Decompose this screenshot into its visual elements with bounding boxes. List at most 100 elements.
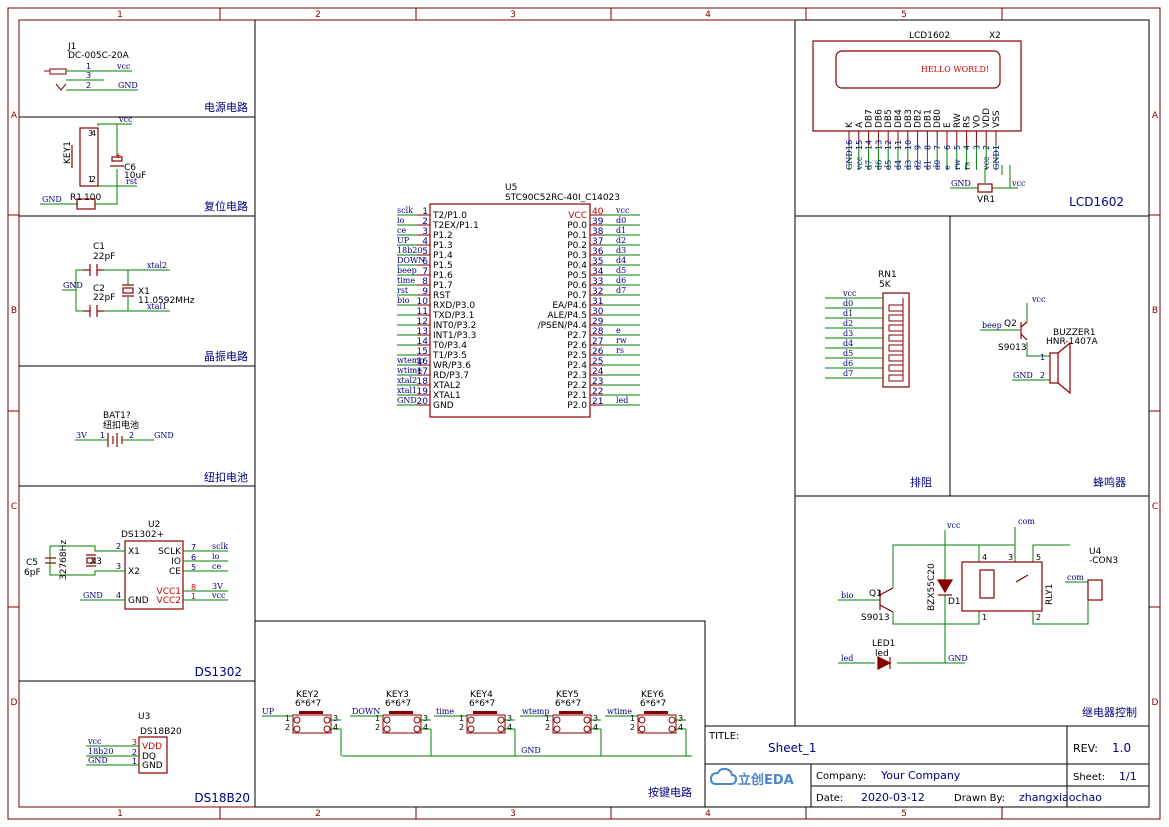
mcu-pin-num: 22 bbox=[592, 387, 603, 397]
key-pad bbox=[583, 725, 591, 733]
ds1302-net-io: io bbox=[212, 552, 220, 561]
mcu-pin-num: 31 bbox=[592, 297, 603, 307]
mcu-net-ce: ce bbox=[397, 226, 406, 235]
mcu-pin-name: T0/P3.4 bbox=[432, 341, 467, 351]
buzzer-title: 蜂鸣器 bbox=[1093, 475, 1126, 489]
mcu-pin-name: P0.7 bbox=[567, 291, 587, 301]
key-pad bbox=[638, 725, 646, 733]
battery-title: 纽扣电池 bbox=[204, 470, 248, 484]
mcu-net-xtal1: xtal1 bbox=[397, 386, 417, 395]
mcu-net-wtime: wtime bbox=[397, 366, 422, 375]
q1-part: S9013 bbox=[861, 613, 890, 623]
mcu-pin-num: 17 bbox=[417, 367, 428, 377]
vr1-ref: VR1 bbox=[977, 195, 995, 205]
key-pad bbox=[383, 725, 391, 733]
lcd-pin-name: E bbox=[943, 122, 953, 128]
key1-pin-1: 1 bbox=[88, 175, 93, 184]
ds18b20-pin-num: 3 bbox=[132, 738, 137, 747]
rly1-ref: RLY1 bbox=[1045, 584, 1055, 605]
rn-net-d3: d3 bbox=[843, 329, 853, 338]
x3-ref: X3 bbox=[90, 557, 102, 567]
mcu-pin-name: P0.1 bbox=[567, 231, 587, 241]
mcu-pin-name: INT0/P3.2 bbox=[433, 321, 476, 331]
lcd-pin-name: DB5 bbox=[884, 109, 894, 128]
key-pin-num: 1 bbox=[459, 714, 464, 723]
col-label: 2 bbox=[315, 809, 321, 819]
key1-pin-4: 4 bbox=[91, 129, 96, 138]
key-pin-num: 4 bbox=[593, 723, 598, 732]
mcu-net-GND: GND bbox=[397, 396, 417, 405]
net-vcc: vcc bbox=[116, 62, 131, 71]
mcu-pin-num: 38 bbox=[592, 227, 604, 237]
power-title: 电源电路 bbox=[204, 100, 248, 114]
ds1302-pin-num: 7 bbox=[191, 543, 196, 552]
keys-circuit: 按键电路 KEY26*6*71234UPKEY36*6*71234DOWNKEY… bbox=[262, 690, 692, 799]
mcu-pin-name: RST bbox=[433, 291, 451, 301]
key-body bbox=[382, 714, 422, 734]
c6-val: 10uF bbox=[124, 171, 146, 181]
lcd-pin-num: 15 bbox=[855, 140, 864, 150]
mcu-pin-name: P2.6 bbox=[567, 341, 587, 351]
col-label: 4 bbox=[705, 10, 711, 20]
lcd-net-d2: d2 bbox=[914, 160, 923, 170]
tb-title: Sheet_1 bbox=[768, 741, 816, 755]
key-net-wtemp: wtemp bbox=[522, 707, 550, 716]
col-label: 3 bbox=[510, 809, 516, 819]
mcu-pin-num: 37 bbox=[592, 237, 603, 247]
mcu-pin-name: P2.2 bbox=[567, 381, 587, 391]
net-vcc: vcc bbox=[118, 115, 133, 124]
mcu-net-rs: rs bbox=[616, 346, 624, 355]
tb-rev: 1.0 bbox=[1112, 741, 1131, 755]
mcu-pin-num: 27 bbox=[592, 337, 603, 347]
mcu-pin-name: P0.2 bbox=[567, 241, 587, 251]
net-gnd: GND bbox=[42, 195, 62, 204]
x1-ref: X1 bbox=[138, 287, 150, 297]
net-gnd: GND bbox=[521, 746, 541, 755]
lcd-pin-name: RS bbox=[963, 116, 973, 128]
ds1302-pin-name: VCC2 bbox=[157, 596, 181, 606]
lcd-pin-num: 11 bbox=[894, 140, 903, 150]
key-pad bbox=[668, 725, 676, 733]
key-pad bbox=[497, 716, 505, 724]
mcu-pin-name: P2.5 bbox=[567, 351, 587, 361]
row-label: A bbox=[11, 111, 18, 121]
lcd-pin-name: DB4 bbox=[894, 109, 904, 128]
key-pin-num: 4 bbox=[678, 723, 683, 732]
col-label: 3 bbox=[510, 10, 516, 20]
ds1302-net-vcc: vcc bbox=[211, 591, 226, 600]
row-label: A bbox=[1152, 111, 1159, 121]
c5-val: 6pF bbox=[24, 568, 41, 578]
lcd-net-d7: d7 bbox=[865, 160, 874, 170]
mcu-pin-num: 18 bbox=[417, 377, 429, 387]
mcu-pin-num: 12 bbox=[417, 317, 428, 327]
j1-pin-3: 3 bbox=[86, 71, 91, 80]
key-pin-num: 1 bbox=[285, 714, 290, 723]
net-led: led bbox=[841, 654, 853, 663]
key-ref: KEY5 bbox=[556, 690, 579, 700]
net-gnd: GND bbox=[83, 591, 103, 600]
mcu-pin-num: 26 bbox=[592, 347, 604, 357]
ds1302-net-sclk: sclk bbox=[212, 542, 228, 551]
tb-sheet-label: Sheet: bbox=[1073, 772, 1105, 783]
diode-part: BZX55C20 bbox=[927, 563, 937, 611]
mcu-pin-num: 6 bbox=[422, 257, 428, 267]
lcd-pin-num: 5 bbox=[953, 145, 962, 150]
ds1302-pin-num: 6 bbox=[191, 553, 196, 562]
key-pin-num: 4 bbox=[333, 723, 338, 732]
col-label: 1 bbox=[117, 809, 123, 819]
net-gnd: GND bbox=[948, 654, 968, 663]
key-pin-num: 3 bbox=[423, 714, 428, 723]
bat1-ref: BAT1? bbox=[103, 411, 131, 421]
logo-text: 立创EDA bbox=[738, 772, 794, 788]
rly-pin-5: 5 bbox=[1036, 553, 1041, 562]
ds18b20-pin-num: 2 bbox=[132, 748, 137, 757]
ds18b20-pin-name: VDD bbox=[142, 742, 162, 752]
lcd-pin-name: A bbox=[855, 121, 865, 128]
mcu-pin-num: 24 bbox=[592, 367, 604, 377]
mcu-pin-name: P0.6 bbox=[567, 281, 587, 291]
row-label: B bbox=[11, 306, 17, 316]
mcu-pin-name: P1.2 bbox=[433, 231, 453, 241]
